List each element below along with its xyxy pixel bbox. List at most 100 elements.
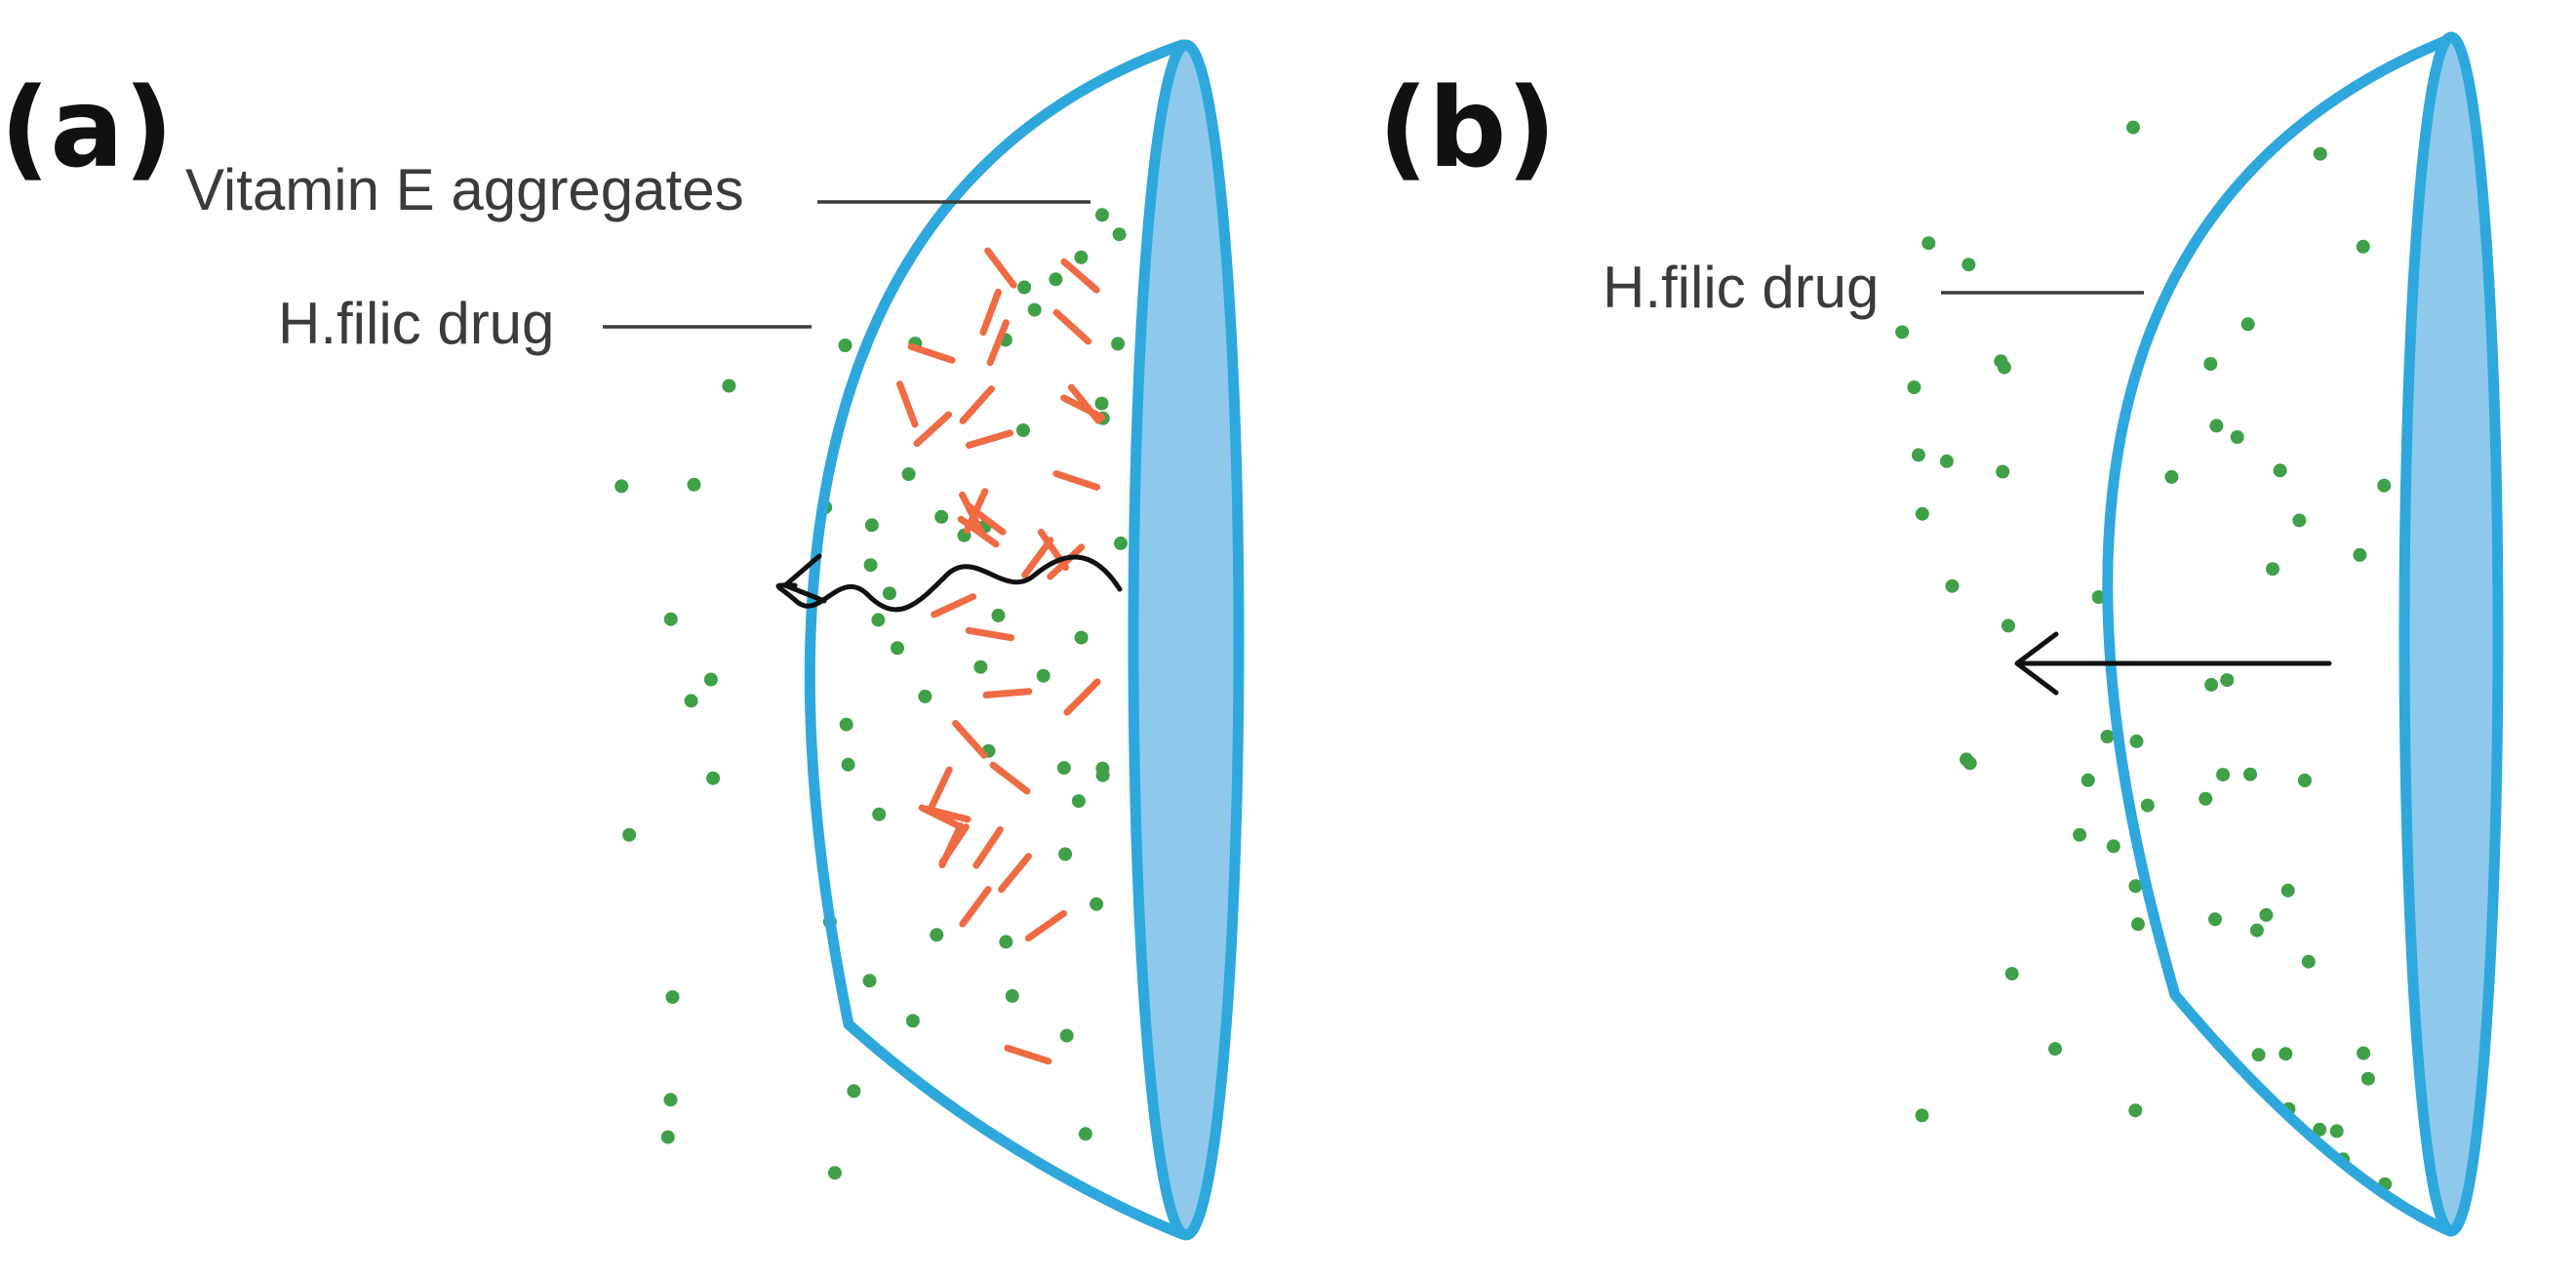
drug-dot bbox=[2129, 734, 2144, 748]
drug-dot bbox=[2353, 547, 2367, 562]
vitamin-e-aggregate bbox=[986, 319, 1010, 367]
panel-b-lens-edge bbox=[2398, 31, 2504, 1237]
drug-dot bbox=[1915, 1108, 1929, 1123]
drug-dot bbox=[2230, 430, 2244, 444]
drug-dot bbox=[2106, 839, 2120, 854]
drug-dot bbox=[2313, 1122, 2327, 1137]
vitamin-e-aggregate bbox=[913, 411, 953, 448]
drug-dot bbox=[862, 974, 877, 988]
drug-dot bbox=[703, 672, 718, 687]
vitamin-e-aggregate bbox=[1060, 258, 1100, 294]
drug-dot bbox=[1907, 380, 1922, 394]
drug-dot bbox=[863, 558, 878, 573]
drug-dot bbox=[2001, 619, 2015, 633]
vitamin-e-aggregate bbox=[989, 761, 1031, 795]
drug-dot bbox=[1071, 794, 1086, 809]
drug-dot bbox=[2100, 730, 2115, 743]
drug-dot bbox=[2301, 954, 2316, 969]
drug-dot bbox=[2209, 419, 2224, 433]
drug-dot bbox=[2279, 1047, 2293, 1061]
drug-dot bbox=[872, 807, 887, 821]
drug-dot bbox=[2377, 478, 2392, 493]
drug-dot bbox=[1094, 396, 1109, 411]
drug-dot bbox=[722, 379, 736, 393]
drug-dot bbox=[839, 717, 853, 732]
drug-dot bbox=[1017, 280, 1032, 295]
drug-dot bbox=[2220, 673, 2235, 688]
drug-dot bbox=[841, 757, 855, 772]
drug-dot bbox=[2091, 590, 2106, 604]
vitamin-e-aggregate bbox=[972, 825, 1004, 869]
drug-dot bbox=[930, 928, 944, 942]
panel-a-wavy-arrow bbox=[775, 554, 1123, 613]
drug-dot bbox=[864, 518, 879, 533]
panel-a-lens-outline bbox=[804, 39, 1188, 1240]
vitamin-e-aggregate bbox=[959, 491, 985, 537]
drug-dot bbox=[2357, 1046, 2371, 1060]
drug-dot bbox=[2216, 768, 2231, 782]
drug-dot bbox=[2292, 513, 2307, 528]
panel-b-drug-dots bbox=[1895, 120, 2393, 1191]
drug-dot bbox=[706, 771, 721, 785]
drug-dot bbox=[1058, 847, 1073, 861]
drug-dot bbox=[1112, 227, 1127, 242]
panel-b-arrow-head bbox=[2014, 631, 2059, 696]
drug-dot bbox=[2280, 883, 2295, 898]
vitamin-e-aggregate bbox=[896, 380, 919, 428]
vitamin-e-aggregate bbox=[1063, 678, 1101, 716]
vitamin-e-aggregate bbox=[979, 288, 1002, 337]
drug-dot bbox=[665, 990, 680, 1004]
drug-dot bbox=[1997, 360, 2011, 375]
vitamin-e-aggregate bbox=[1060, 394, 1106, 421]
panel-a-drug-dots bbox=[614, 208, 1128, 1180]
drug-dot bbox=[2128, 879, 2143, 894]
vitamin-e-aggregate bbox=[952, 720, 988, 759]
drug-dot bbox=[891, 641, 904, 656]
drug-dot bbox=[1049, 272, 1063, 287]
drug-dot bbox=[838, 339, 852, 352]
drug-dot bbox=[2164, 469, 2179, 484]
vitamin-e-aggregate bbox=[1021, 537, 1054, 579]
drug-dot bbox=[1027, 302, 1042, 317]
drug-dot bbox=[1095, 761, 1110, 776]
drug-dot bbox=[663, 612, 678, 626]
drug-dot bbox=[905, 1014, 920, 1028]
drug-dot bbox=[2360, 1071, 2375, 1086]
drug-dot bbox=[1078, 1127, 1092, 1141]
drug-dot bbox=[2126, 120, 2140, 135]
vitamin-e-aggregate bbox=[959, 385, 995, 424]
vitamin-e-aggregate bbox=[963, 488, 989, 535]
drug-dot bbox=[827, 1166, 842, 1180]
drug-dot bbox=[2203, 357, 2218, 371]
panel-b-lens-outline bbox=[2102, 33, 2456, 1237]
drug-dot bbox=[999, 935, 1013, 949]
vitamin-e-aggregate bbox=[927, 766, 953, 813]
vitamin-e-aggregate bbox=[907, 342, 956, 364]
vitamin-e-aggregate bbox=[1052, 470, 1101, 491]
drug-dot bbox=[1895, 325, 1910, 339]
vitamin-e-aggregate bbox=[984, 247, 1017, 289]
vitamin-e-aggregate bbox=[965, 626, 1015, 642]
drug-dot bbox=[2128, 1103, 2143, 1118]
drug-dot bbox=[684, 694, 698, 708]
panel-a-arrow-head bbox=[782, 553, 827, 604]
drug-dot bbox=[1016, 423, 1030, 437]
drug-dot bbox=[2243, 767, 2257, 781]
panel-b-drug-callout: H.filic drug bbox=[1603, 255, 1879, 320]
panel-b-label: (b) bbox=[1378, 65, 1557, 192]
drug-dot bbox=[2329, 1124, 2344, 1138]
drug-dot bbox=[2297, 774, 2312, 787]
drug-dot bbox=[1922, 236, 1936, 251]
drug-dot bbox=[2140, 798, 2155, 813]
drug-dot bbox=[2131, 917, 2145, 932]
drug-dot bbox=[687, 477, 701, 492]
drug-dot bbox=[1074, 250, 1089, 264]
drug-dot bbox=[2259, 907, 2274, 922]
panel-a-lens-edge bbox=[1128, 39, 1245, 1241]
drug-dot bbox=[2004, 967, 2019, 981]
drug-dot bbox=[973, 659, 988, 674]
drug-dot bbox=[2199, 791, 2213, 806]
drug-dot bbox=[663, 1093, 678, 1107]
drug-dot bbox=[871, 613, 886, 627]
